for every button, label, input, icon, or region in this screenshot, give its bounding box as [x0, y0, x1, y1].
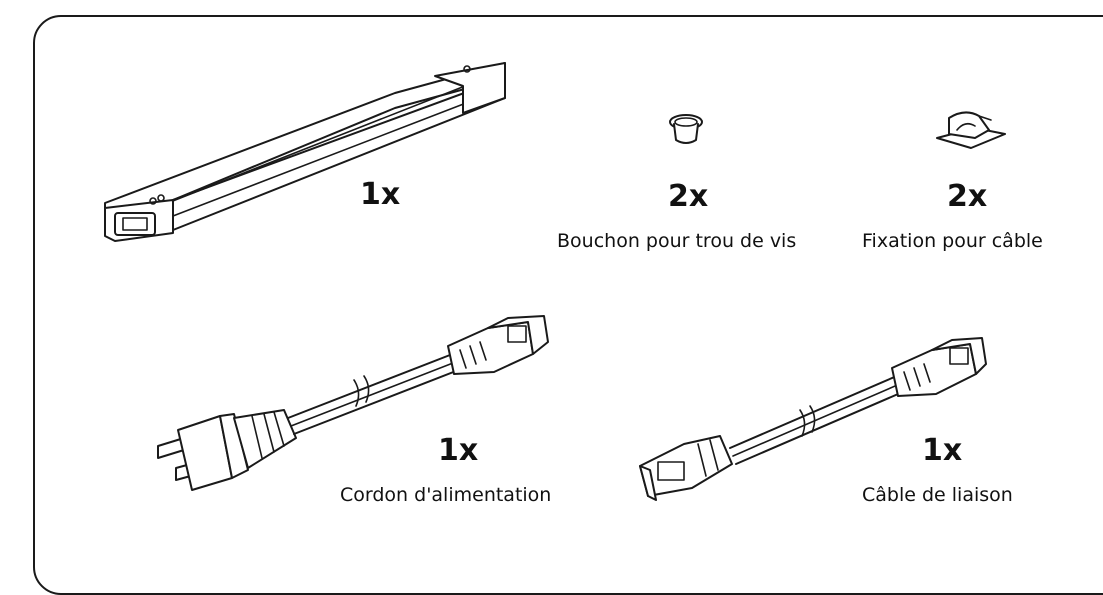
screw-cap-illustration [668, 112, 704, 148]
link-cable-illustration [636, 332, 987, 502]
link-cable-quantity: 1x [922, 433, 963, 468]
light-bar-illustration [95, 58, 515, 248]
cable-clip-quantity: 2x [947, 179, 988, 214]
power-cord-label: Cordon d'alimentation [340, 484, 552, 506]
power-cord-icon [157, 315, 549, 491]
screw-hole-cap-icon [669, 114, 703, 144]
link-cable-label: Câble de liaison [862, 484, 1013, 506]
link-cable-icon [639, 337, 987, 501]
power-cord-quantity: 1x [438, 433, 479, 468]
power-cord-illustration [148, 315, 549, 498]
screw-cap-quantity: 2x [668, 179, 709, 214]
light-bar-quantity: 1x [360, 177, 401, 212]
cable-clip-illustration [935, 108, 1007, 152]
cable-clip-label: Fixation pour câble [862, 230, 1043, 252]
screw-cap-label: Bouchon pour trou de vis [557, 230, 797, 252]
led-light-bar-icon [104, 62, 506, 242]
cable-clip-icon [936, 111, 1006, 149]
